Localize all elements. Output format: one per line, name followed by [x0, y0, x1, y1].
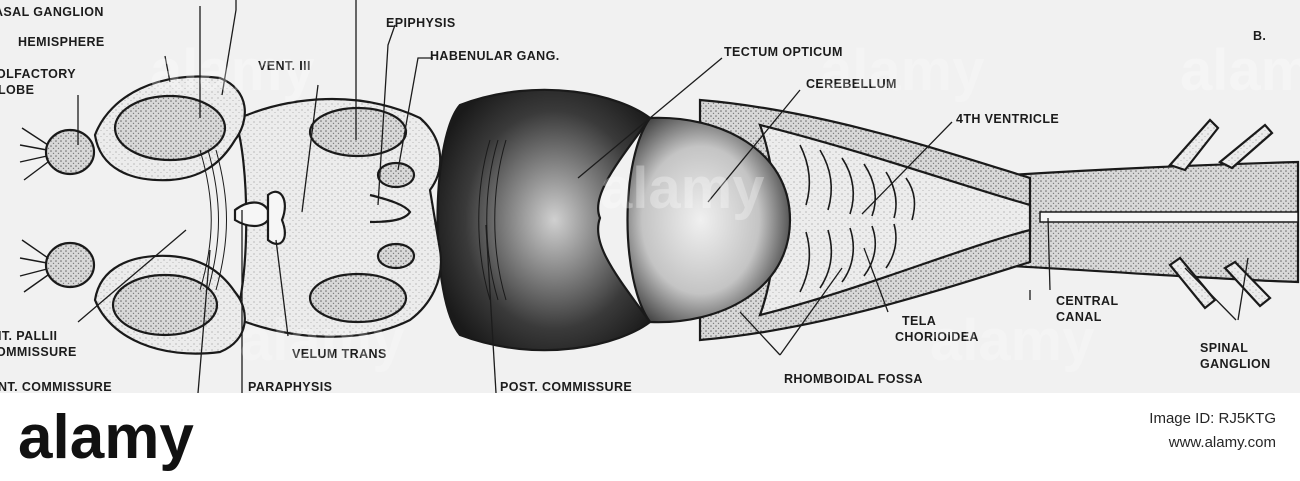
svg-text:alamy: alamy [18, 403, 194, 472]
habenula-bottom [308, 272, 408, 324]
label-cerebellum: CEREBELLUM [806, 77, 897, 91]
olfactory-lobe-bottom [44, 241, 96, 289]
label-central-canal-2: CANAL [1056, 310, 1102, 324]
brain-diagram-svg: ASAL GANGLION HEMISPHERE OLFACTORY LOBE … [0, 0, 1300, 393]
label-tela-2: CHORIOIDEA [895, 330, 979, 344]
basal-ganglion-top [113, 94, 227, 162]
velum-shape [266, 190, 286, 245]
label-ant-pallii-2: OMMISSURE [0, 345, 77, 359]
label-central-canal-1: CENTRAL [1056, 294, 1119, 308]
site-url: www.alamy.com [1168, 434, 1276, 451]
commissure-fibers [199, 139, 507, 301]
habenula-top [308, 106, 408, 158]
spinal-nerves [1168, 118, 1274, 310]
label-post-commissure: POST. COMMISSURE [500, 380, 632, 393]
label-tela-1: TELA [902, 314, 936, 328]
olfactory-lobe-top [44, 128, 96, 176]
label-ant-pallii-1: IT. PALLII [0, 329, 57, 343]
paraphysis-shape [233, 201, 270, 228]
epiphysis-stalk [369, 161, 416, 270]
label-paraphysis: PARAPHYSIS [248, 380, 332, 393]
label-fourth-ventricle: 4TH VENTRICLE [956, 112, 1059, 126]
label-basal-ganglion: ASAL GANGLION [0, 5, 104, 19]
label-epiphysis: EPIPHYSIS [386, 16, 456, 30]
label-velum-trans: VELUM TRANS [292, 347, 387, 361]
basal-ganglion-bottom [111, 273, 219, 337]
tectum-opticum-shape [436, 88, 652, 352]
olfactory-nerves [19, 127, 49, 293]
label-hemisphere: HEMISPHERE [18, 35, 105, 49]
brain-diagram: ASAL GANGLION HEMISPHERE OLFACTORY LOBE … [0, 0, 1300, 393]
diencephalon [233, 97, 443, 338]
label-ant-commissure: NT. COMMISSURE [0, 380, 112, 393]
label-olfactory-lobe-2: LOBE [0, 83, 34, 97]
footer-info: Image ID: RJ5KTG www.alamy.com [1149, 407, 1276, 455]
label-spinal-ganglion-1: SPINAL [1200, 341, 1248, 355]
panel-label: B. [1253, 29, 1266, 43]
choroid-folds [799, 144, 916, 293]
leader-lines [77, 0, 1249, 393]
footer-bar: alamy Image ID: RJ5KTG www.alamy.com [0, 393, 1300, 481]
label-olfactory-lobe-1: OLFACTORY [0, 67, 76, 81]
cerebellum-shape [626, 116, 792, 324]
alamy-logo: alamy [18, 403, 194, 472]
image-id: Image ID: RJ5KTG [1149, 410, 1276, 427]
label-habenular-gang: HABENULAR GANG. [430, 49, 560, 63]
label-rhomboidal-fossa: RHOMBOIDAL FOSSA [784, 372, 923, 386]
label-vent-iii: VENT. III [258, 59, 311, 73]
label-spinal-ganglion-2: GANGLION [1200, 357, 1271, 371]
label-tectum-opticum: TECTUM OPTICUM [724, 45, 843, 59]
central-canal-shape [1039, 211, 1299, 223]
